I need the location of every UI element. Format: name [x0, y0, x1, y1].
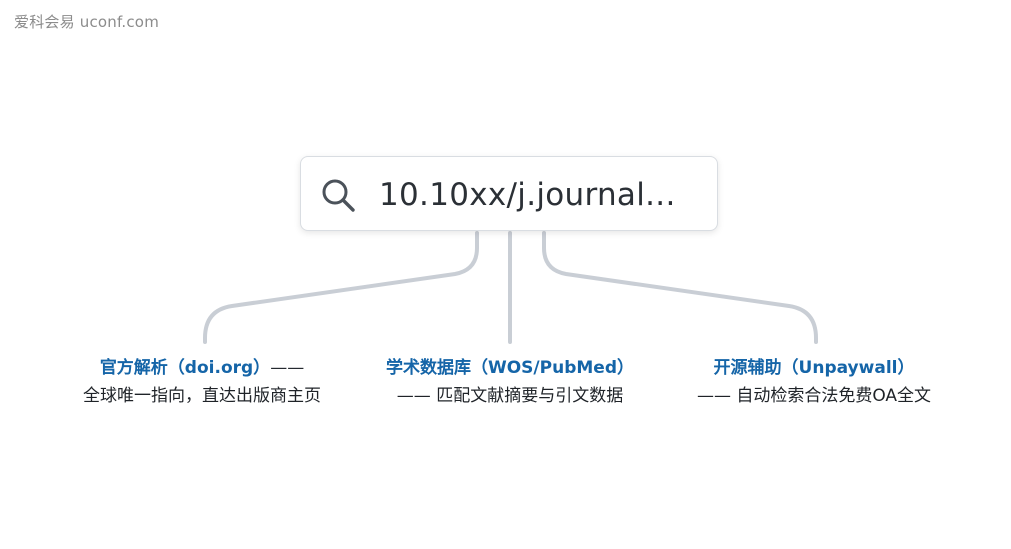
- branch-description: —— 匹配文献摘要与引文数据: [396, 386, 624, 406]
- branch-title: 学术数据库（WOS/PubMed）: [385, 358, 634, 378]
- branch-description: —— 自动检索合法免费OA全文: [696, 386, 932, 406]
- watermark: 爱科会易 uconf.com: [14, 13, 160, 31]
- branch-description: 全球唯一指向，直达出版商主页: [83, 386, 321, 406]
- branch-title-dash: ——: [270, 358, 305, 378]
- search-icon: [320, 177, 356, 213]
- search-box[interactable]: 10.10xx/j.journal...: [300, 156, 718, 231]
- connector-left: [203, 231, 479, 344]
- connector-right: [542, 231, 818, 344]
- search-query-text: 10.10xx/j.journal...: [379, 177, 676, 213]
- branch-title: 开源辅助（Unpaywall）: [713, 358, 915, 378]
- branch-open-source-helper: 开源辅助（Unpaywall） —— 自动检索合法免费OA全文: [678, 356, 950, 408]
- branch-academic-database: 学术数据库（WOS/PubMed） —— 匹配文献摘要与引文数据: [362, 356, 658, 408]
- branch-title-text: 官方解析（doi.org）: [99, 358, 271, 378]
- branch-title: 官方解析（doi.org）——: [62, 356, 342, 380]
- branch-official-resolution: 官方解析（doi.org）—— 全球唯一指向，直达出版商主页: [62, 356, 342, 408]
